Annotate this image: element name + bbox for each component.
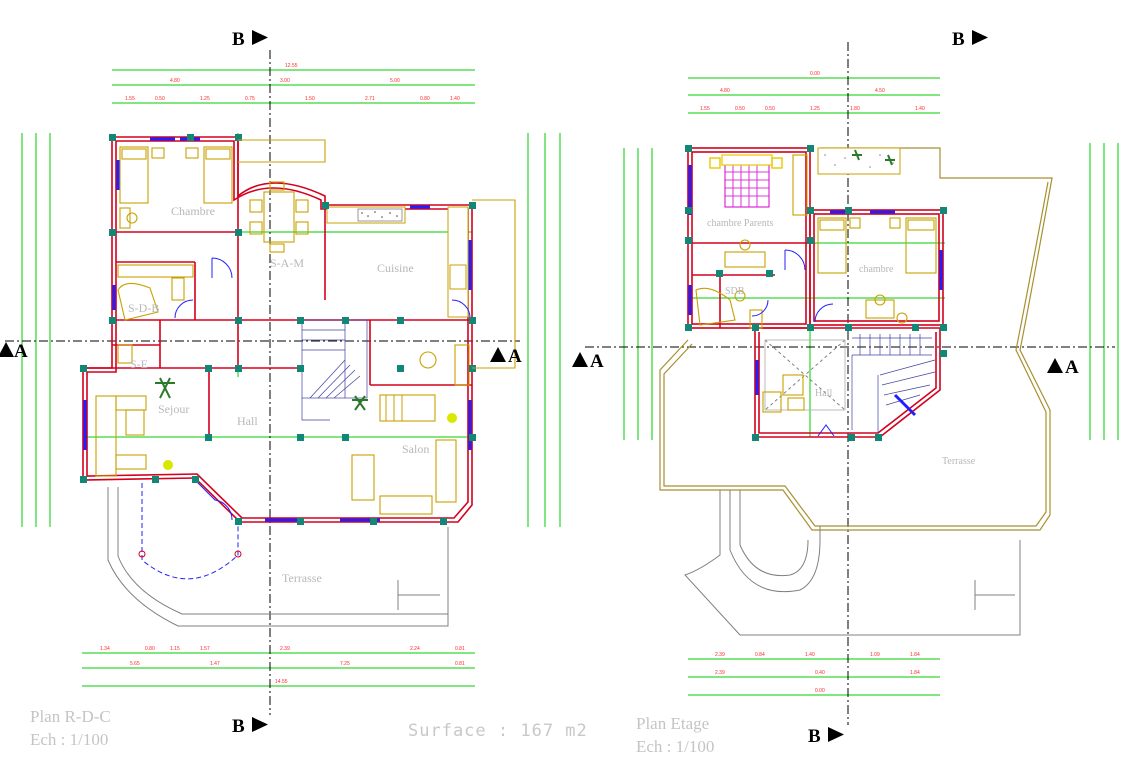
svg-text:2.71: 2.71 — [365, 96, 375, 102]
dimension-lines: 12.55 4.80 3.00 5.00 1.55 0.50 1.25 0.75 1.5… — [21, 63, 1119, 696]
arrow-right-icon — [828, 727, 844, 742]
arrow-right-icon — [972, 30, 988, 45]
room-label-se: S-E — [130, 357, 148, 371]
section-marker-b-bottom-left: B — [232, 716, 245, 737]
room-label-hall: Hall — [237, 414, 258, 428]
svg-text:2.24: 2.24 — [410, 646, 420, 652]
svg-text:1.40: 1.40 — [450, 96, 460, 102]
svg-text:1.40: 1.40 — [915, 106, 925, 112]
svg-text:1.09: 1.09 — [870, 652, 880, 658]
section-marker-a-right-2: A — [1065, 357, 1079, 378]
arrow-right-icon — [252, 717, 268, 732]
section-marker-a-left-2: A — [590, 351, 604, 372]
svg-text:14.55: 14.55 — [275, 679, 288, 685]
section-marker-a-left-1: A — [14, 341, 28, 362]
ground-floor-title: Plan R-D-C — [30, 707, 111, 726]
section-marker-b-top-left: B — [232, 29, 245, 50]
svg-text:1.47: 1.47 — [210, 661, 220, 667]
svg-text:0.00: 0.00 — [815, 688, 825, 694]
svg-text:12.55: 12.55 — [285, 63, 298, 69]
svg-text:7.25: 7.25 — [340, 661, 350, 667]
section-marker-b-top-right: B — [952, 29, 965, 50]
svg-text:1.15: 1.15 — [170, 646, 180, 652]
svg-text:0.00: 0.00 — [810, 71, 820, 77]
room-label-sdb: S-D-B — [128, 301, 159, 315]
svg-text:0.75: 0.75 — [245, 96, 255, 102]
svg-text:1.25: 1.25 — [200, 96, 210, 102]
upper-floor-plan — [659, 145, 1053, 636]
svg-text:1.84: 1.84 — [910, 652, 920, 658]
arrow-up-icon — [1047, 358, 1063, 373]
svg-text:1.55: 1.55 — [125, 96, 135, 102]
room-label-terrasse: Terrasse — [282, 571, 322, 585]
room-label-cuisine: Cuisine — [377, 261, 414, 275]
svg-text:1.40: 1.40 — [805, 652, 815, 658]
upper-floor-title: Plan Etage — [636, 714, 709, 733]
svg-text:0.50: 0.50 — [765, 106, 775, 112]
svg-text:0.80: 0.80 — [420, 96, 430, 102]
upper-floor-scale: Ech : 1/100 — [636, 737, 714, 756]
room-label-sejour: Sejour — [158, 402, 189, 416]
section-axes — [5, 42, 1115, 725]
svg-text:3.00: 3.00 — [280, 78, 290, 84]
svg-text:1.55: 1.55 — [700, 106, 710, 112]
room-label-hall-upper: Hall — [815, 388, 832, 399]
svg-text:1.80: 1.80 — [850, 106, 860, 112]
svg-text:1.50: 1.50 — [305, 96, 315, 102]
room-label-chambre: Chambre — [171, 204, 215, 218]
surface-label: Surface : 167 m2 — [408, 721, 588, 741]
ground-floor-plan — [80, 134, 516, 627]
svg-text:1.57: 1.57 — [200, 646, 210, 652]
ground-floor-scale: Ech : 1/100 — [30, 730, 108, 749]
room-label-salon: Salon — [402, 442, 429, 456]
svg-text:1.25: 1.25 — [810, 106, 820, 112]
section-marker-a-right-1: A — [508, 346, 522, 367]
room-label-terrasse-upper: Terrasse — [942, 456, 976, 467]
svg-text:2.39: 2.39 — [715, 652, 725, 658]
room-label-sam: S-A-M — [270, 256, 304, 270]
room-label-sdb-upper: SDB — [725, 286, 745, 297]
room-label-chambre-parents: chambre Parents — [707, 218, 773, 229]
arrow-up-icon — [572, 352, 588, 367]
svg-text:2.39: 2.39 — [280, 646, 290, 652]
svg-text:0.40: 0.40 — [815, 670, 825, 676]
room-labels: Chambre S-A-M Cuisine S-D-B S-E Sejour H… — [128, 204, 976, 585]
svg-text:0.50: 0.50 — [735, 106, 745, 112]
svg-text:0.81: 0.81 — [455, 646, 465, 652]
svg-text:0.81: 0.81 — [455, 661, 465, 667]
svg-text:5.00: 5.00 — [390, 78, 400, 84]
svg-text:0.50: 0.50 — [155, 96, 165, 102]
svg-text:2.39: 2.39 — [715, 670, 725, 676]
svg-text:0.80: 0.80 — [145, 646, 155, 652]
svg-text:1.34: 1.34 — [100, 646, 110, 652]
arrow-right-icon — [252, 30, 268, 45]
svg-text:4.50: 4.50 — [875, 88, 885, 94]
svg-text:4.80: 4.80 — [170, 78, 180, 84]
arrow-up-icon — [0, 342, 14, 357]
svg-text:1.84: 1.84 — [910, 670, 920, 676]
svg-text:5.65: 5.65 — [130, 661, 140, 667]
room-label-chambre-upper: chambre — [859, 264, 894, 275]
svg-text:4.80: 4.80 — [720, 88, 730, 94]
svg-text:0.84: 0.84 — [755, 652, 765, 658]
section-marker-b-bottom-right: B — [808, 726, 821, 747]
section-markers: B B B B A A A A — [0, 29, 1079, 747]
plan-titles: Plan R-D-C Ech : 1/100 Surface : 167 m2 … — [30, 707, 714, 756]
arrow-up-icon — [490, 347, 506, 362]
